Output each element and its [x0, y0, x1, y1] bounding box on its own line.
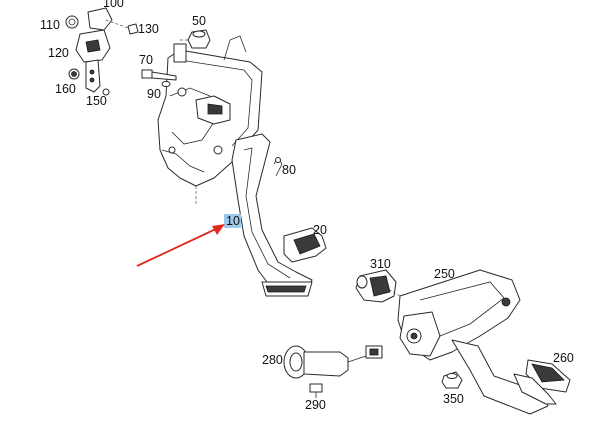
label-50[interactable]: 50 [192, 14, 206, 28]
label-260[interactable]: 260 [553, 351, 574, 365]
pointer-arrow [136, 224, 225, 267]
label-310[interactable]: 310 [370, 257, 391, 271]
pedal-arm [231, 133, 313, 297]
label-150[interactable]: 150 [86, 94, 107, 108]
clip-part [273, 157, 283, 177]
label-70[interactable]: 70 [139, 53, 153, 67]
label-350[interactable]: 350 [443, 392, 464, 406]
label-290[interactable]: 290 [305, 398, 326, 412]
label-130[interactable]: 130 [138, 22, 159, 36]
pedal-pad-lower [513, 359, 571, 405]
label-90[interactable]: 90 [147, 87, 161, 101]
label-20[interactable]: 20 [313, 223, 327, 237]
label-250[interactable]: 250 [434, 267, 455, 281]
pedal-pad [283, 227, 327, 263]
sensor-part [283, 345, 383, 379]
label-160[interactable]: 160 [55, 82, 76, 96]
switch-assembly [65, 7, 139, 96]
label-110[interactable]: 110 [40, 18, 60, 32]
nut-part-lower [441, 371, 463, 389]
label-280[interactable]: 280 [262, 353, 283, 367]
actuator-part [355, 269, 397, 303]
nut-part [187, 29, 211, 49]
label-100[interactable]: 100 [103, 0, 124, 10]
label-80[interactable]: 80 [282, 163, 296, 177]
screw-part [309, 383, 323, 398]
label-10[interactable]: 10 [226, 214, 240, 228]
pedal-bracket [157, 35, 263, 205]
label-120[interactable]: 120 [48, 46, 69, 60]
bolt-part [141, 69, 177, 87]
highlight-box [224, 214, 241, 228]
cylinder-unit [389, 269, 549, 415]
